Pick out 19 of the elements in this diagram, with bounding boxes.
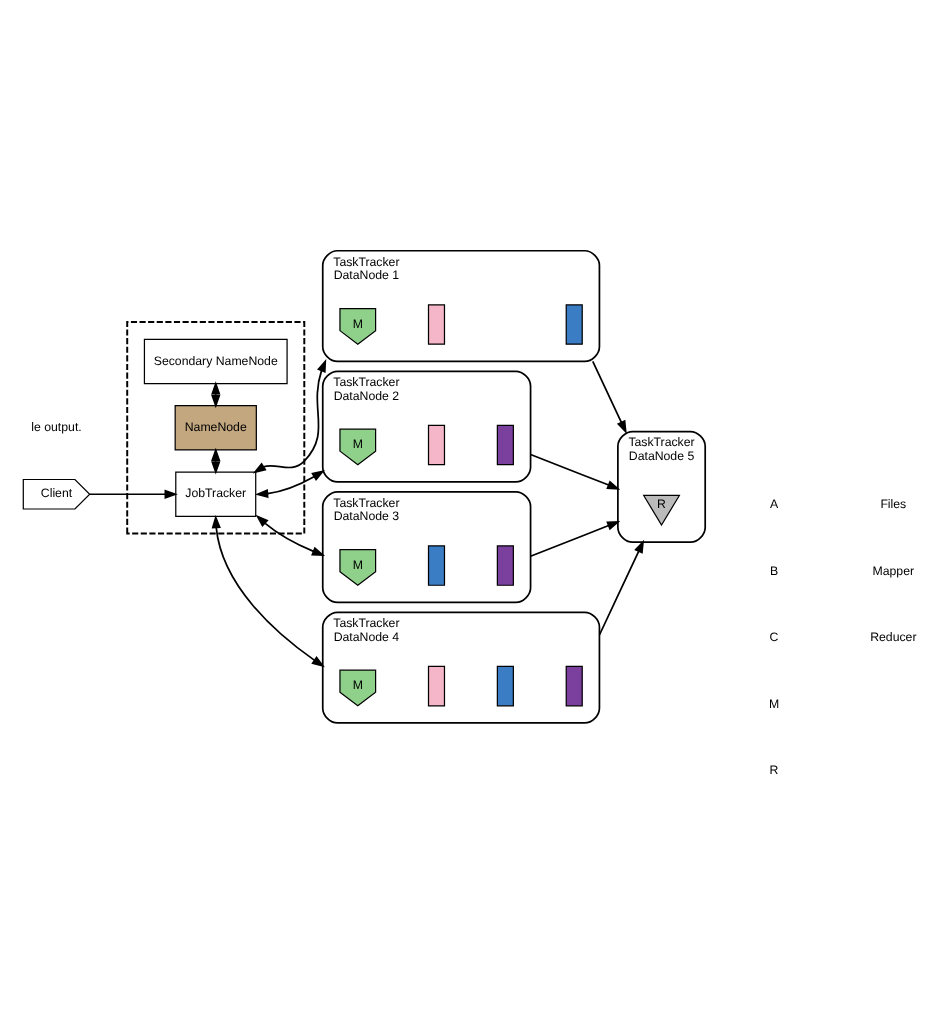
node-bar (496, 545, 514, 586)
arrow (89, 489, 178, 499)
node-bar (496, 665, 514, 707)
node-bar (565, 304, 583, 345)
arrow (255, 514, 326, 556)
node-bar (427, 304, 446, 345)
node-bar (427, 665, 446, 707)
arrow (254, 470, 325, 499)
node-bar (427, 424, 446, 466)
arrow (591, 360, 627, 434)
arrow (211, 515, 325, 668)
node-bar (565, 665, 583, 707)
node-bar (427, 545, 446, 586)
arrow (529, 453, 621, 490)
cluster (126, 321, 306, 535)
node-bar (496, 424, 514, 466)
arrow (252, 359, 327, 474)
arrow (529, 521, 621, 558)
arrow (598, 539, 645, 636)
